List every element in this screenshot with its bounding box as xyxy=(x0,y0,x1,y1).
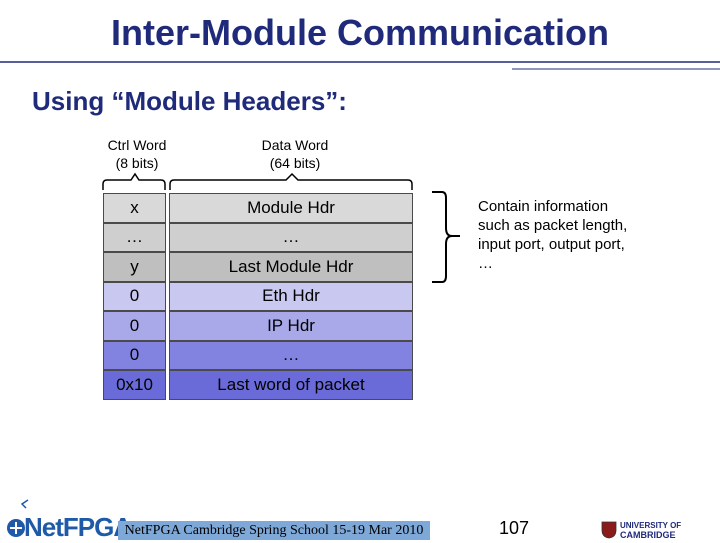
title-rule xyxy=(0,61,720,70)
slide-title: Inter-Module Communication xyxy=(111,12,609,53)
data-cell: … xyxy=(169,222,413,252)
ctrl-brace xyxy=(102,172,166,190)
data-word-label-line1: Data Word xyxy=(261,137,329,153)
footer-event: NetFPGA Cambridge Spring School 15-19 Ma… xyxy=(118,521,430,540)
ctrl-word-label-line2: (8 bits) xyxy=(115,155,159,171)
ctrl-cell: 0 xyxy=(103,311,166,341)
ctrl-cell: x xyxy=(103,193,166,223)
ctrl-cell: y xyxy=(103,252,166,282)
netfpga-logo-icon xyxy=(7,499,29,537)
data-brace xyxy=(169,172,413,190)
ctrl-cell: 0 xyxy=(103,281,166,311)
data-cell: IP Hdr xyxy=(169,311,413,341)
data-cell: … xyxy=(169,340,413,370)
data-word-label-line2: (64 bits) xyxy=(269,155,321,171)
data-cell: Eth Hdr xyxy=(169,281,413,311)
crest-icon xyxy=(601,521,617,539)
brace-overlay xyxy=(102,172,460,283)
module-header-note: Contain information such as packet lengt… xyxy=(478,198,628,272)
university-line2: CAMBRIDGE xyxy=(620,530,676,540)
ctrl-word-label-line1: Ctrl Word xyxy=(107,137,167,153)
data-cell: Module Hdr xyxy=(169,193,413,223)
netfpga-logo-text: NetFPGA xyxy=(24,512,132,542)
university-line1: UNIVERSITY OF xyxy=(620,521,682,530)
ctrl-cell: … xyxy=(103,222,166,252)
ctrl-word-label: Ctrl Word (8 bits) xyxy=(92,136,182,172)
data-word-label: Data Word (64 bits) xyxy=(245,136,345,172)
data-cell: Last Module Hdr xyxy=(169,252,413,282)
ctrl-cell: 0x10 xyxy=(103,370,166,400)
data-cell: Last word of packet xyxy=(169,370,413,400)
ctrl-cell: 0 xyxy=(103,340,166,370)
slide-subtitle: Using “Module Headers”: xyxy=(32,86,347,116)
module-header-bracket xyxy=(432,191,460,283)
page-number: 107 xyxy=(498,518,530,538)
